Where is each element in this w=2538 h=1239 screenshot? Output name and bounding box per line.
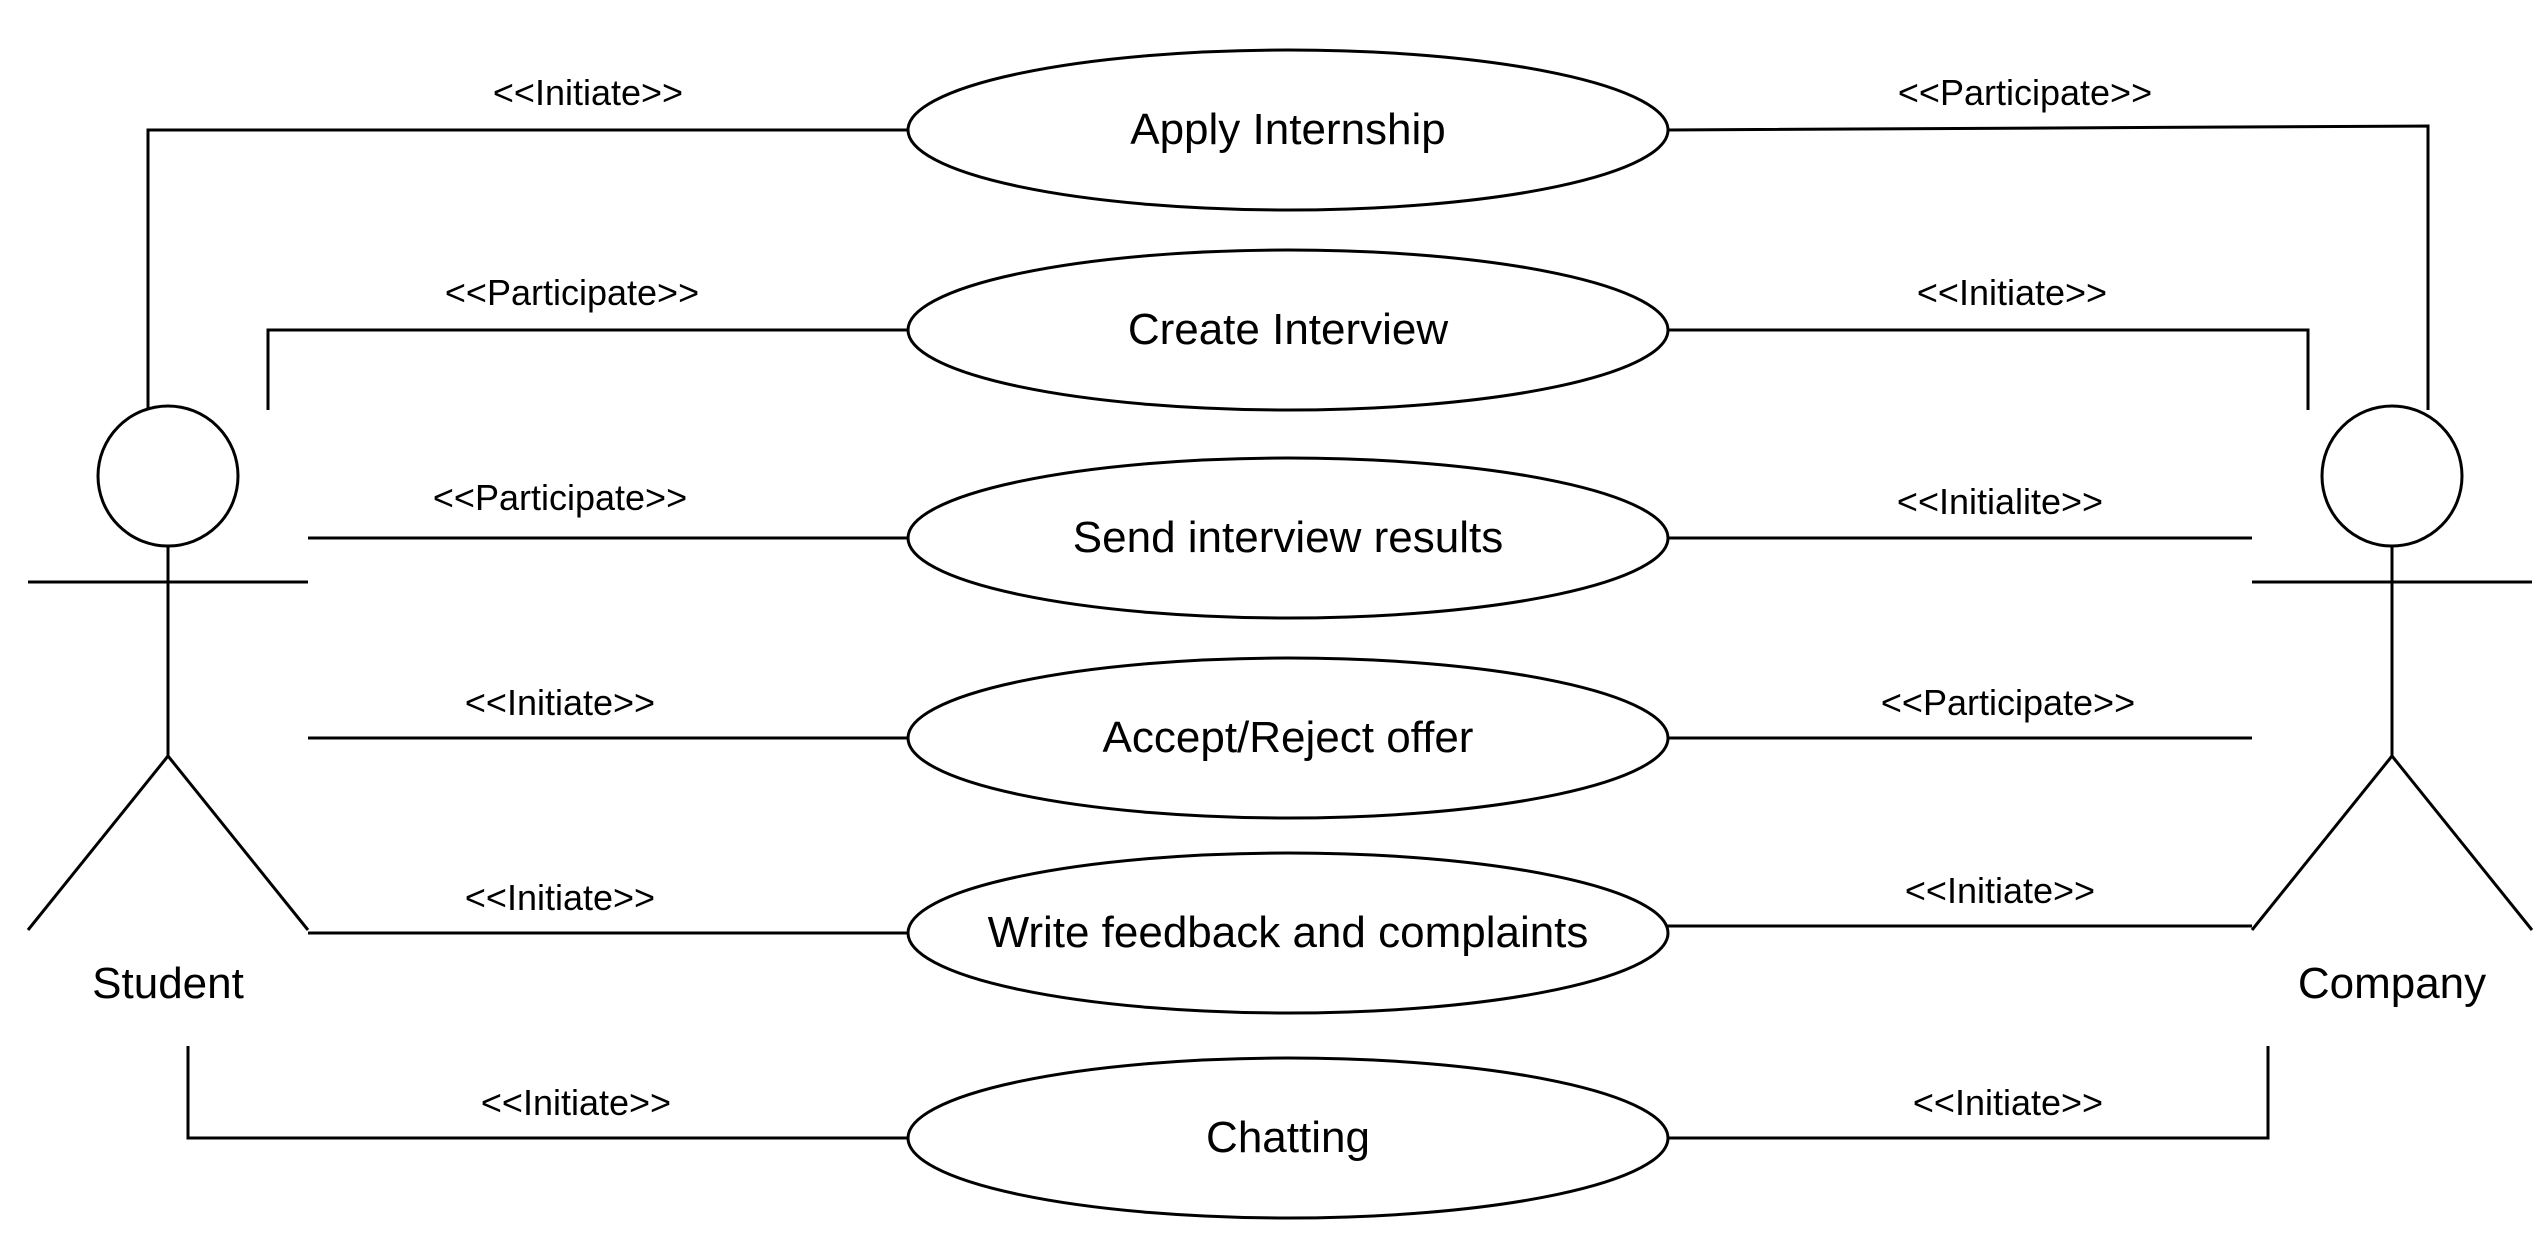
stereotype-label: <<Initiate>> [481,1082,671,1123]
association-line [1666,124,2430,410]
actor-student: Student [26,404,310,1008]
use-case-label: Send interview results [1073,513,1503,562]
actor-company: Company [2250,404,2534,1008]
actor-right-leg [2390,755,2534,931]
use-case-ellipse [906,248,1670,412]
actor-head [96,404,240,548]
use-case-apply-internship: Apply Internship [906,48,1670,212]
use-case-write-feedback-and-complaints: Write feedback and complaints [906,851,1670,1015]
use-case-send-interview-results: Send interview results [906,456,1670,620]
stereotype-label: <<Initiate>> [1905,870,2095,911]
use-case-ellipse [906,851,1670,1015]
use-case-label: Chatting [1206,1113,1370,1162]
stereotype-label: <<Initiate>> [1917,272,2107,313]
stereotype-label: <<Initiate>> [465,682,655,723]
stereotype-label: <<Participate>> [1898,72,2152,113]
actor-left-leg [2250,755,2394,931]
use-case-create-interview: Create Interview [906,248,1670,412]
association-line [146,128,910,410]
use-case-label: Apply Internship [1130,105,1446,154]
use-case-accept-reject-offer: Accept/Reject offer [906,656,1670,820]
use-case-chatting: Chatting [906,1056,1670,1220]
association-line [1667,328,2310,410]
use-case-label: Write feedback and complaints [988,908,1589,957]
actor-label: Company [2298,959,2486,1008]
use-case-label: Accept/Reject offer [1103,713,1474,762]
use-case-ellipse [906,656,1670,820]
stereotype-label: <<Participate>> [433,477,687,518]
actor-label: Student [92,959,244,1008]
stereotype-label: <<Initiate>> [493,72,683,113]
association-line [186,1046,910,1140]
use-case-ellipse [906,456,1670,620]
actor-left-leg [26,755,170,931]
association-line [1667,1046,2270,1140]
association-line [266,328,910,410]
actor-head [2320,404,2464,548]
stereotype-label: <<Initialite>> [1897,481,2103,522]
use-case-ellipse [906,48,1670,212]
use-case-label: Create Interview [1128,305,1449,354]
actor-right-leg [166,755,310,931]
use-case-ellipse [906,1056,1670,1220]
stereotype-label: <<Initiate>> [465,877,655,918]
stereotype-label: <<Participate>> [445,272,699,313]
stereotype-label: <<Initiate>> [1913,1082,2103,1123]
stereotype-label: <<Participate>> [1881,682,2135,723]
